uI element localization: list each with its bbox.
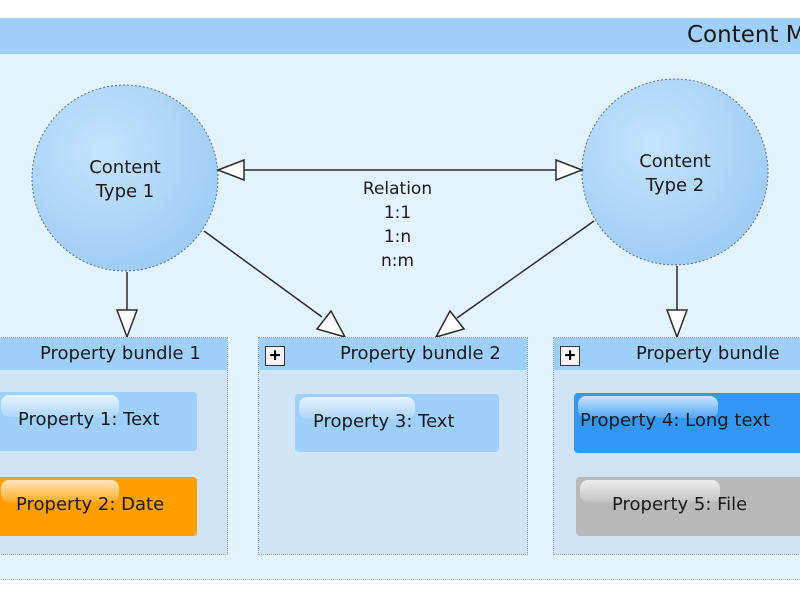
expand-plus-icon[interactable]: + (265, 346, 285, 366)
bundle-header (554, 338, 800, 370)
relation-type-many-to-many: n:m (380, 251, 415, 271)
content-type-1-node[interactable] (31, 84, 219, 272)
bundle-title: Property bundle (636, 343, 780, 364)
property-label: Property 5: File (612, 494, 748, 515)
relation-type-one-to-one: 1:1 (383, 203, 412, 223)
property-label: Property 4: Long text (580, 410, 770, 431)
relation-label: Relation 1:1 1:n n:m (330, 177, 465, 273)
content-type-1-label: Content Type 1 (89, 157, 161, 202)
property-label: Property 2: Date (16, 494, 165, 515)
relation-arrow (215, 158, 585, 182)
frame-header (0, 18, 800, 54)
connector-type2-bundle2 (434, 220, 595, 339)
expand-plus-icon[interactable]: + (560, 346, 580, 366)
property-label: Property 1: Text (18, 409, 160, 430)
relation-title: Relation (362, 179, 433, 199)
property-4[interactable]: Property 4: Long text (574, 393, 800, 453)
property-bundle-1: Property bundle 1 Property 1: Text Prope… (0, 337, 228, 555)
connector-type2-bundle3 (665, 266, 689, 340)
property-label: Property 3: Text (313, 411, 455, 432)
content-type-2-label: Content Type 2 (639, 151, 711, 196)
property-3[interactable]: Property 3: Text (295, 394, 499, 452)
relation-type-one-to-many: 1:n (383, 227, 412, 247)
bundle-title: Property bundle 1 (40, 343, 201, 364)
property-bundle-2: + Property bundle 2 Property 3: Text (258, 337, 528, 555)
property-bundle-3: + Property bundle Property 4: Long text … (553, 337, 800, 555)
property-5[interactable]: Property 5: File (576, 477, 800, 536)
bundle-title: Property bundle 2 (340, 343, 501, 364)
connector-type1-bundle1 (115, 272, 139, 340)
frame-title: Content M (687, 22, 800, 48)
property-1[interactable]: Property 1: Text (0, 392, 197, 451)
connector-type1-bundle2 (203, 230, 347, 339)
bundle-header (259, 338, 527, 370)
bundle-header (0, 338, 227, 370)
content-type-2-node[interactable] (581, 78, 769, 266)
property-2[interactable]: Property 2: Date (0, 477, 197, 536)
